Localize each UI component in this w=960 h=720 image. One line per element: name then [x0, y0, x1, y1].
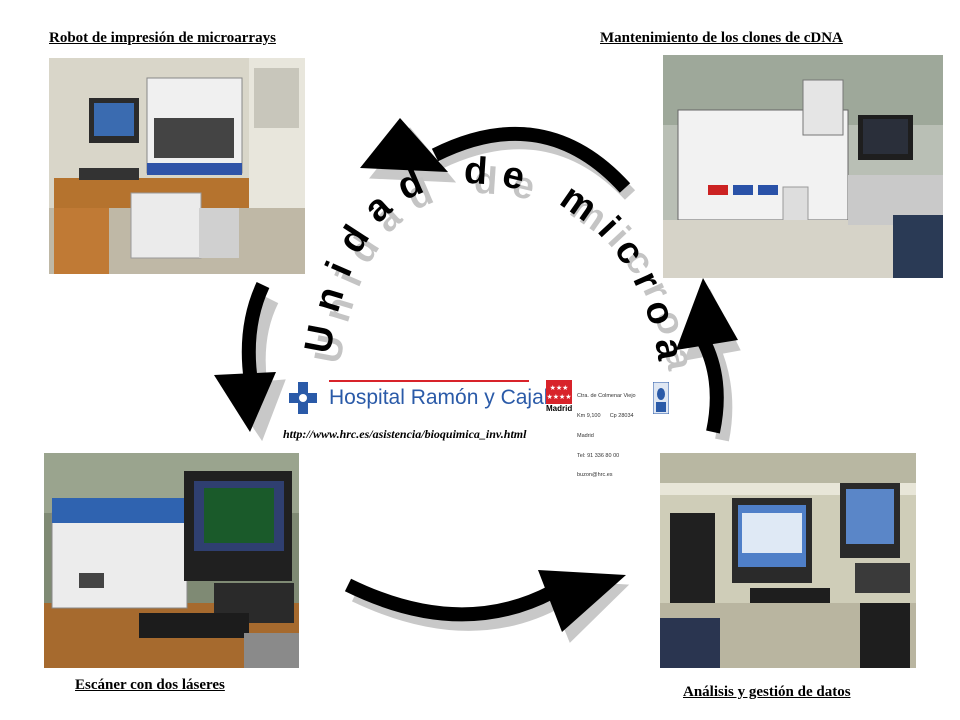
hospital-name: Hospital Ramón y Cajal: [329, 386, 549, 409]
address-line: Tel: 91 336 80 00: [577, 452, 620, 459]
arrow-clones-to-robot: [360, 118, 631, 193]
photo-clones: [663, 55, 943, 278]
caption-analysis: Análisis y gestión de datos: [683, 684, 851, 700]
address-line: Madrid: [577, 432, 594, 439]
madrid-label: Madrid: [546, 404, 573, 413]
madrid-stars-icon: ★★★ ★★★★: [546, 380, 572, 404]
photo-scanner: [44, 453, 299, 668]
address-line: buzon@hrc.es: [577, 472, 613, 479]
address-line: Ctra. de Colmenar Viejo: [577, 393, 636, 400]
portrait-seal-icon: [653, 382, 669, 414]
caption-robot: Robot de impresión de microarrays: [49, 30, 276, 46]
photo-robot: [49, 58, 305, 274]
photo-analysis: [660, 453, 916, 668]
madrid-emblem: ★★★ ★★★★ Madrid: [546, 380, 572, 415]
arrow-scanner-to-analysis: [344, 570, 626, 632]
hospital-address: Ctra. de Colmenar Viejo Km 9,100 Cp 2803…: [577, 380, 636, 492]
hospital-red-rule: [329, 380, 529, 382]
caption-clones: Mantenimiento de los clones de cDNA: [600, 30, 843, 46]
address-line: Km 9,100 Cp 28034: [577, 412, 634, 419]
arrow-analysis-to-clones: [676, 278, 738, 434]
hospital-logo: Hospital Ramón y Cajal ★★★ ★★★★ Madrid C…: [289, 380, 679, 478]
svg-text:★★★: ★★★: [550, 384, 569, 392]
hospital-cross-icon: [289, 382, 317, 414]
caption-scanner: Escáner con dos láseres: [75, 677, 225, 693]
hospital-url[interactable]: http://www.hrc.es/asistencia/bioquimica_…: [283, 427, 527, 441]
arrow-robot-to-scanner: [214, 282, 276, 432]
svg-text:★★★★: ★★★★: [546, 393, 571, 401]
